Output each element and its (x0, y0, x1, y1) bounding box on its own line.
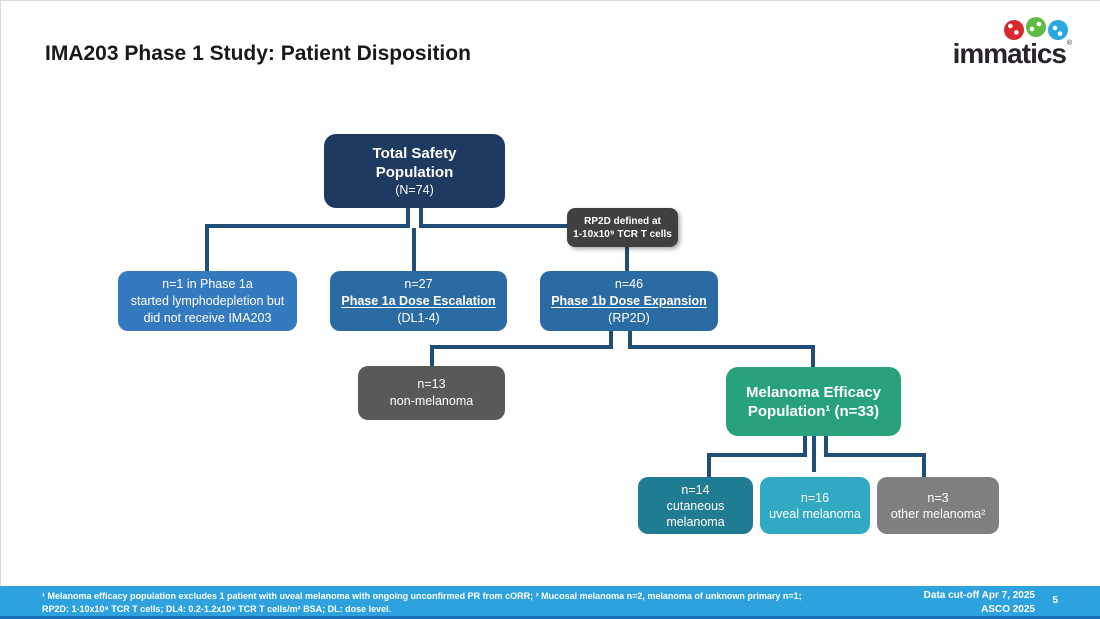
connector (922, 453, 926, 477)
callout-text: RP2D defined at (584, 215, 661, 227)
phase1a-not-dosed-box: n=1 in Phase 1a started lymphodepletion … (118, 271, 297, 331)
connector (707, 453, 711, 477)
box-text: uveal melanoma (769, 506, 861, 521)
connector (609, 331, 613, 349)
box-text: (DL1-4) (397, 310, 440, 325)
connector (412, 228, 416, 271)
connector (205, 224, 410, 228)
connector (628, 331, 632, 349)
conference: ASCO 2025 (981, 604, 1035, 615)
box-text: (RP2D) (608, 310, 650, 325)
connector (824, 453, 926, 457)
logo-dots-icon (1004, 17, 1068, 40)
page-title: IMA203 Phase 1 Study: Patient Dispositio… (45, 42, 471, 65)
logo-dot-red-icon (1004, 20, 1024, 40)
box-text: n=27 (404, 276, 433, 291)
box-text: Population¹ (n=33) (747, 402, 880, 420)
melanoma-efficacy-population-box: Melanoma Efficacy Population¹ (n=33) (726, 367, 901, 436)
other-melanoma-box: n=3 other melanoma² (877, 477, 999, 534)
box-text: non-melanoma (389, 394, 474, 408)
box-text: n=1 in Phase 1a (162, 276, 253, 291)
connector (430, 345, 434, 366)
connector (205, 224, 209, 271)
rp2d-callout-box: RP2D defined at 1-10x10⁹ TCR T cells (567, 208, 678, 247)
connector (803, 436, 807, 457)
box-text: started lymphodepletion but (130, 293, 285, 308)
connector (406, 208, 410, 228)
box-text: n=16 (800, 490, 830, 505)
immatics-logo: immatics ® (932, 12, 1082, 77)
footer-meta: Data cut-off Apr 7, 2025 ASCO 2025 (924, 589, 1035, 617)
non-melanoma-box: n=13 non-melanoma (358, 366, 505, 420)
box-text: n=13 (417, 377, 446, 391)
connector (707, 453, 807, 457)
logo-dot-green-icon (1026, 17, 1046, 37)
box-text: (N=74) (395, 183, 434, 197)
footnotes: ¹ Melanoma efficacy population excludes … (42, 590, 802, 616)
callout-text: 1-10x10⁹ TCR T cells (573, 228, 672, 240)
connector (811, 345, 815, 367)
footnote-line: ¹ Melanoma efficacy population excludes … (42, 591, 802, 601)
cutaneous-melanoma-box: n=14 cutaneous melanoma (638, 477, 753, 534)
footnote-line: RP2D: 1-10x10⁹ TCR T cells; DL4: 0.2-1.2… (42, 604, 392, 614)
data-cutoff: Data cut-off Apr 7, 2025 (923, 590, 1035, 601)
box-text: n=14 (681, 482, 710, 497)
connector (625, 224, 629, 271)
logo-wordmark: immatics (952, 38, 1067, 69)
connector (419, 224, 629, 228)
box-text: did not receive IMA203 (143, 310, 272, 325)
box-text: n=3 (927, 490, 949, 505)
box-text: other melanoma² (890, 506, 986, 521)
footer-bar: ¹ Melanoma efficacy population excludes … (0, 586, 1100, 619)
box-text: Phase 1b Dose Expansion (551, 293, 707, 308)
connector (419, 208, 423, 228)
box-text: melanoma (666, 514, 725, 529)
box-text: Melanoma Efficacy (745, 383, 882, 401)
page-number: 5 (1052, 595, 1058, 606)
box-text: n=46 (614, 276, 644, 291)
connector (430, 345, 613, 349)
box-text: Phase 1a Dose Escalation (341, 293, 496, 308)
connector (812, 436, 816, 472)
connector (824, 436, 828, 457)
box-text: Population (375, 164, 454, 181)
connector (628, 345, 815, 349)
box-text: Total Safety (372, 145, 457, 162)
logo-dot-blue-icon (1048, 20, 1068, 40)
registered-mark: ® (1066, 40, 1072, 47)
total-safety-population-box: Total Safety Population (N=74) (324, 134, 505, 208)
phase1b-dose-expansion-box: n=46 Phase 1b Dose Expansion (RP2D) (540, 271, 718, 331)
phase1a-dose-escalation-box: n=27 Phase 1a Dose Escalation (DL1-4) (330, 271, 507, 331)
box-text: cutaneous (666, 498, 725, 513)
uveal-melanoma-box: n=16 uveal melanoma (760, 477, 870, 534)
